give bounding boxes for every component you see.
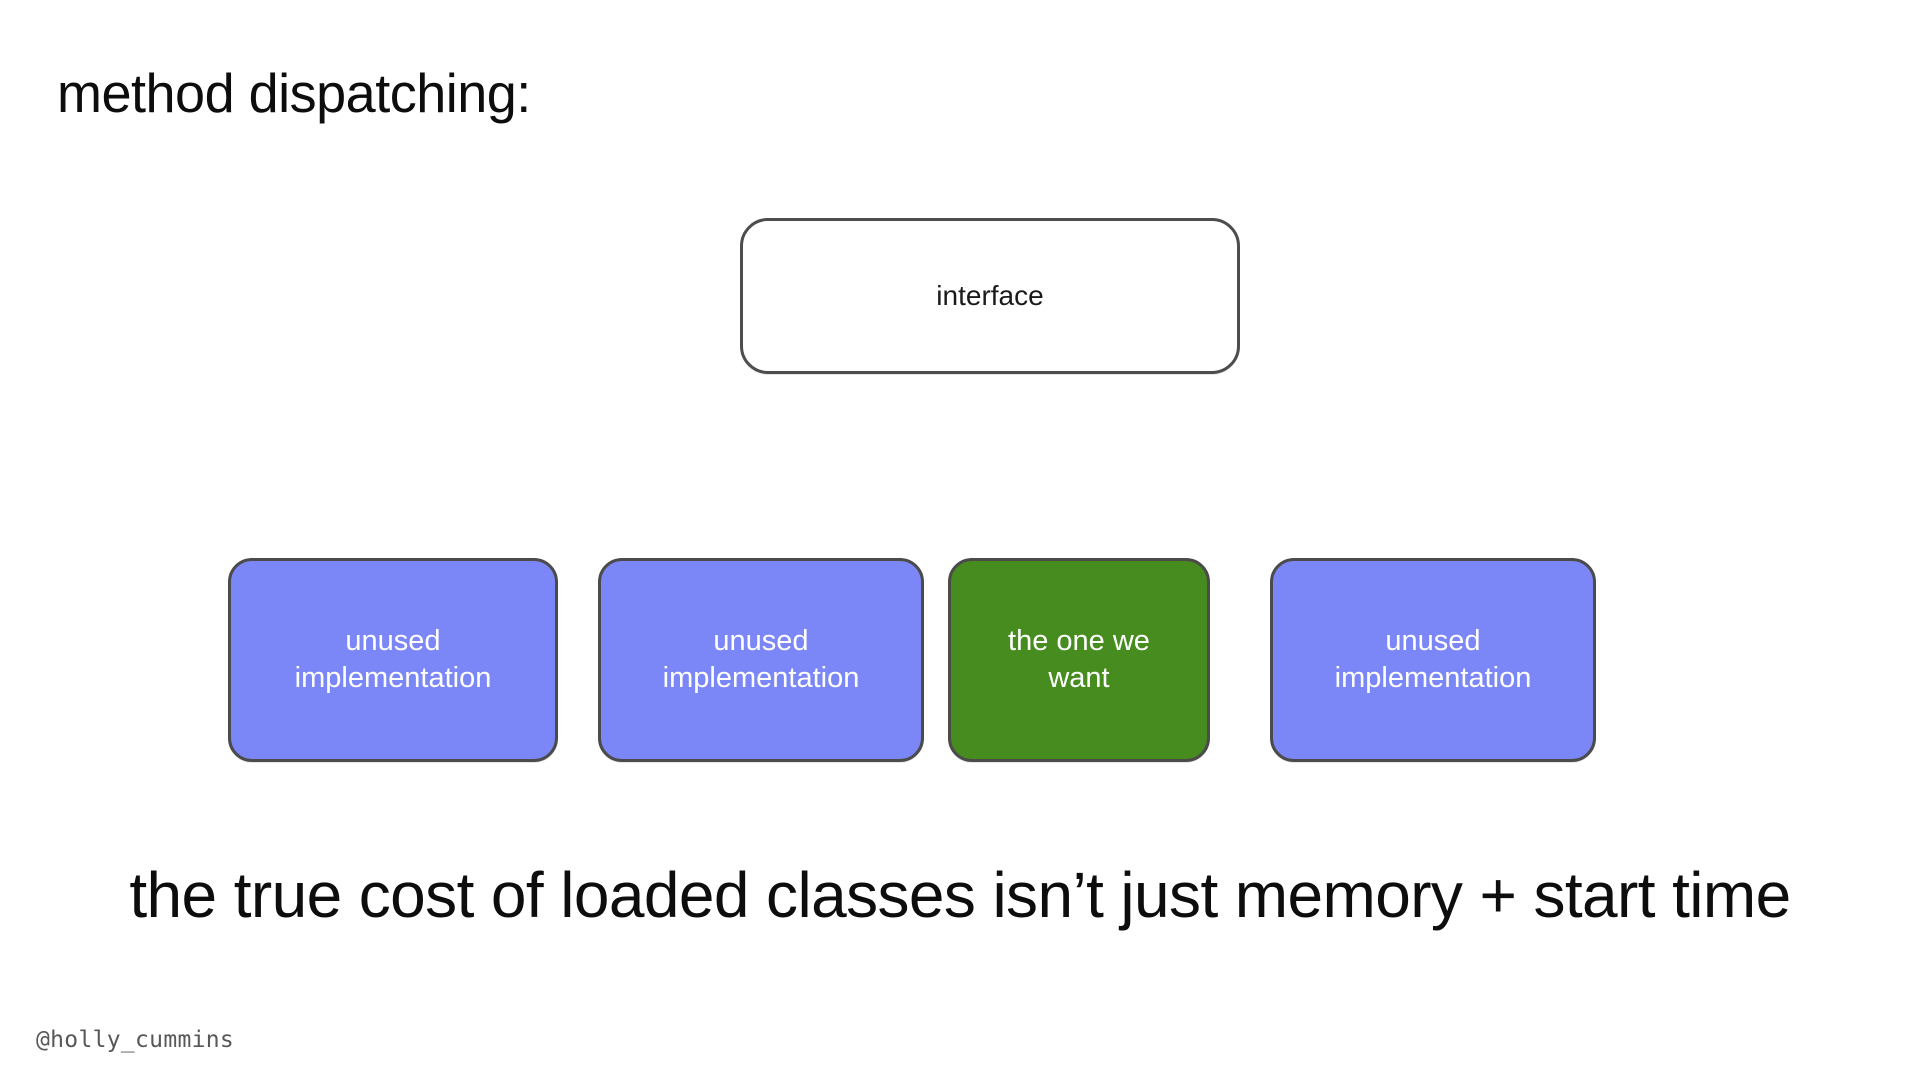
diagram-node-interface-label: interface bbox=[936, 280, 1044, 312]
diagram-node-implementation-1-label: unused implementation bbox=[294, 624, 492, 694]
slide-caption: the true cost of loaded classes isn’t ju… bbox=[129, 859, 1791, 931]
diagram-node-implementation-4[interactable]: unused implementation bbox=[1270, 558, 1596, 762]
author-handle: @holly_cummins bbox=[36, 1027, 235, 1053]
diagram-node-implementation-3-label: the one we want bbox=[1008, 624, 1150, 694]
page-title: method dispatching: bbox=[57, 63, 531, 125]
diagram-node-interface[interactable]: interface bbox=[740, 218, 1240, 374]
diagram-node-implementation-2[interactable]: unused implementation bbox=[598, 558, 924, 762]
diagram-node-implementation-2-label: unused implementation bbox=[662, 624, 860, 694]
diagram-node-implementation-3-selected[interactable]: the one we want bbox=[948, 558, 1210, 762]
diagram-node-implementation-4-label: unused implementation bbox=[1334, 624, 1532, 694]
diagram-node-implementation-1[interactable]: unused implementation bbox=[228, 558, 558, 762]
